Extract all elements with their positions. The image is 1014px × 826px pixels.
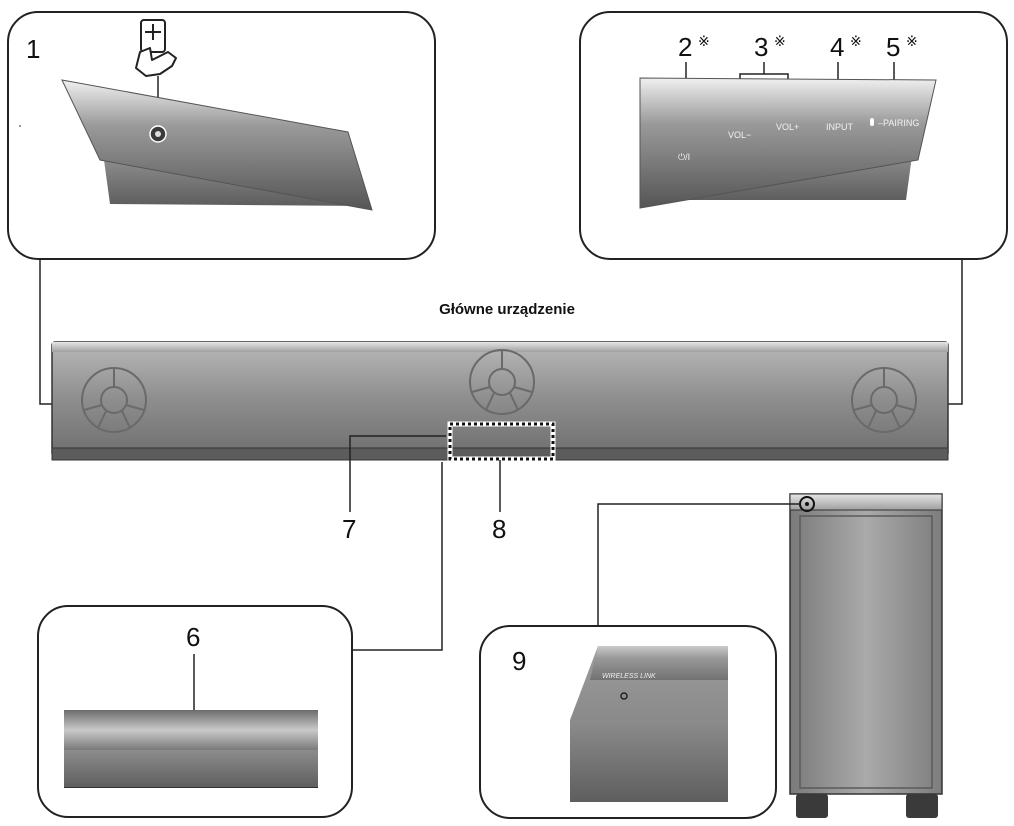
callout-6: 6 <box>186 622 200 652</box>
callout-7: 7 <box>342 514 356 544</box>
asterisk-5: ※ <box>906 34 918 50</box>
panel-indicator: 6 <box>37 605 353 818</box>
subwoofer <box>789 493 943 818</box>
vol-plus-label: VOL+ <box>776 122 799 132</box>
asterisk-4: ※ <box>850 34 862 50</box>
panel-remote-sensor: 1 <box>7 11 436 260</box>
asterisk-3: ※ <box>774 34 786 50</box>
panel-wireless-link: 9 WIRELESS LINK <box>479 625 777 819</box>
callout-1: 1 <box>26 34 40 64</box>
panel-control-buttons: 2 ※ 3 ※ 4 ※ 5 ※ ⏻/I VOL− VOL+ INPUT –PAI… <box>579 11 1008 260</box>
callout-5: 5 <box>886 32 900 62</box>
pairing-label: –PAIRING <box>878 118 919 128</box>
touch-hand-icon <box>135 19 177 77</box>
wireless-link-label: WIRELESS LINK <box>602 673 656 680</box>
speaker-grille-icon <box>81 367 147 433</box>
main-soundbar <box>51 341 949 462</box>
callout-2: 2 <box>678 32 692 62</box>
input-label: INPUT <box>826 122 854 132</box>
callout-9: 9 <box>512 646 526 676</box>
main-unit-title: Główne urządzenie <box>439 301 575 318</box>
vol-minus-label: VOL− <box>728 130 751 140</box>
callout-4: 4 <box>830 32 844 62</box>
asterisk-2: ※ <box>698 34 710 50</box>
power-button-label: ⏻/I <box>678 152 690 162</box>
callout-8: 8 <box>492 514 506 544</box>
speaker-grille-icon <box>469 349 535 415</box>
speaker-grille-icon <box>851 367 917 433</box>
bluetooth-icon <box>870 118 874 126</box>
callout-3: 3 <box>754 32 768 62</box>
